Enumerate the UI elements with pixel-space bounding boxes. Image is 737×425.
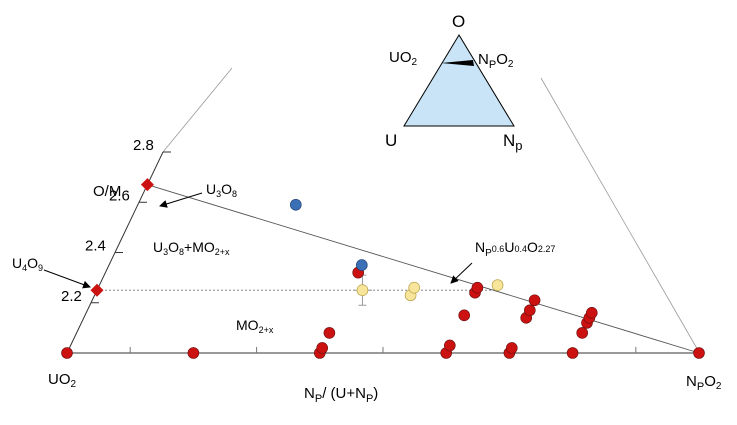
data-point bbox=[355, 259, 368, 271]
u3o8-mo2x-label: U3O8+MO2+x bbox=[153, 239, 230, 257]
data-point bbox=[187, 347, 200, 359]
data-point bbox=[505, 342, 518, 354]
np-u-o-label: NP0.6U0.4O2.27 bbox=[475, 239, 555, 259]
data-point bbox=[61, 347, 73, 359]
u3o8-arrow bbox=[159, 192, 203, 208]
tie-line-u3o8-npo2 bbox=[147, 184, 700, 354]
inset-ternary: O U Np UO2 NPO2 bbox=[385, 12, 523, 153]
x-axis-ticks bbox=[129, 347, 637, 353]
data-point bbox=[523, 304, 536, 317]
inset-left-side-label: UO2 bbox=[389, 49, 418, 68]
data-point bbox=[576, 327, 589, 339]
u4o9-label: U4O9 bbox=[12, 255, 43, 273]
inset-left-label: U bbox=[385, 131, 397, 150]
om-axis-ticks: 2.2 2.4 2.6 2.8 bbox=[61, 137, 171, 305]
data-point bbox=[356, 284, 369, 296]
inset-right-side-label: NPO2 bbox=[478, 51, 514, 71]
np-u-o-arrow bbox=[450, 262, 473, 284]
x-axis-label: NP/ (U+NP) bbox=[304, 385, 378, 405]
right-side-extension bbox=[540, 77, 700, 353]
y-tick-label: 2.4 bbox=[85, 238, 106, 255]
data-point bbox=[323, 327, 336, 339]
data-point bbox=[528, 294, 541, 307]
y-tick-label: 2.2 bbox=[61, 288, 82, 305]
inset-top-label: O bbox=[452, 12, 465, 31]
corner-uo2-label: UO2 bbox=[48, 371, 77, 390]
corner-npo2-label: NPO2 bbox=[686, 373, 722, 393]
y-tick-label: 2.6 bbox=[109, 187, 130, 204]
data-point bbox=[443, 339, 456, 352]
inset-triangle bbox=[403, 34, 515, 127]
data-point bbox=[316, 342, 329, 354]
mo2x-label: MO2+x bbox=[236, 317, 274, 335]
data-markers bbox=[61, 178, 705, 359]
diamond-marker bbox=[140, 178, 154, 192]
data-point bbox=[585, 306, 598, 319]
data-point bbox=[458, 309, 471, 322]
om-axis-label: O/M bbox=[93, 183, 121, 200]
left-side-extension bbox=[162, 67, 233, 153]
inset-right-label: Np bbox=[503, 131, 523, 153]
data-point bbox=[471, 281, 484, 294]
inset-wedge bbox=[441, 60, 474, 66]
y-tick-label: 2.8 bbox=[133, 137, 154, 154]
data-point bbox=[491, 279, 504, 291]
u3o8-label: U3O8 bbox=[206, 181, 237, 199]
u4o9-arrow bbox=[43, 269, 91, 289]
data-point bbox=[566, 347, 579, 359]
data-point bbox=[693, 347, 705, 359]
diamond-marker bbox=[90, 283, 104, 297]
data-point bbox=[408, 281, 421, 294]
data-point bbox=[289, 198, 302, 211]
